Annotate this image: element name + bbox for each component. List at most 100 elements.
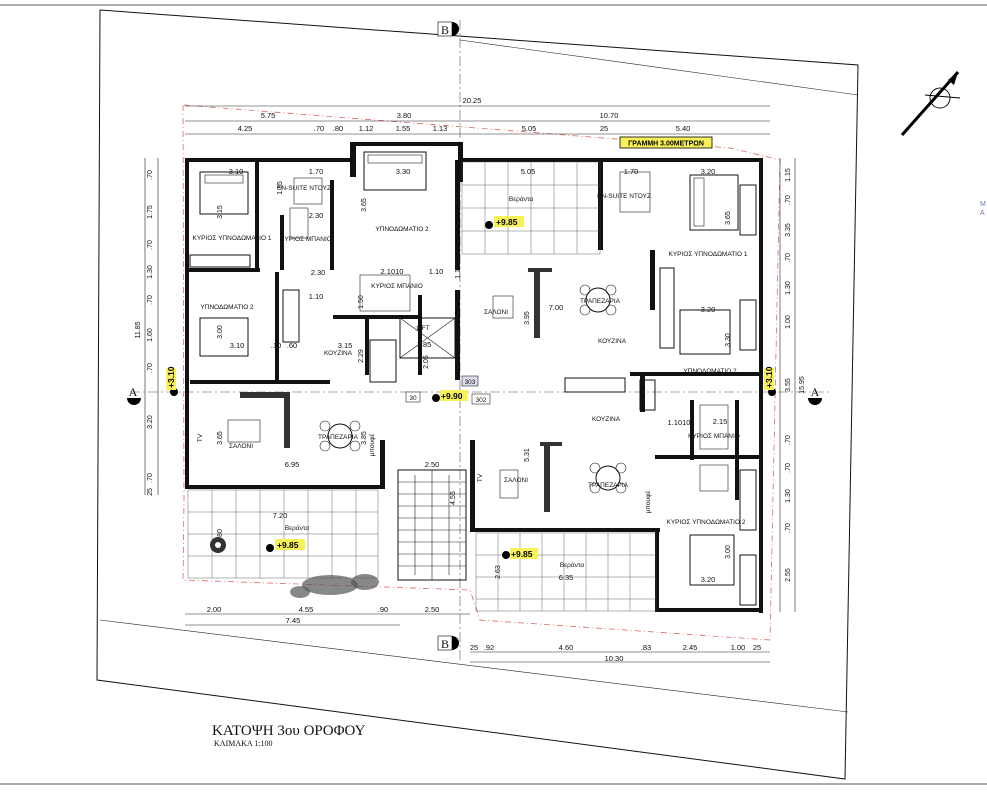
dim-bot-8: .83 bbox=[641, 643, 651, 652]
dim-bot-5: 25 bbox=[470, 643, 478, 652]
bathroom-fixtures bbox=[289, 171, 729, 492]
room-kyrios-ypno-2-right: ΚΥΡΙΟΣ ΥΠΝΟΔΩΜΑΤΙΟ 2 bbox=[667, 519, 746, 526]
section-marker-a-right: A bbox=[808, 385, 822, 405]
dim-right-10: 1.30 bbox=[785, 489, 792, 503]
section-label-a-left: A bbox=[129, 385, 138, 399]
dim-top-b: 3.80 bbox=[397, 111, 412, 120]
section-marker-b-top: B bbox=[437, 21, 459, 37]
dim-in-505: 5.05 bbox=[521, 167, 536, 176]
dim-in-310: 3.10 bbox=[229, 167, 244, 176]
dim-right-overall: 15.95 bbox=[799, 376, 806, 394]
dim-bot-1: 2.00 bbox=[207, 605, 222, 614]
room-kyrios-mpanio-mid: ΚΥΡΙΟΣ ΜΠΑΝΙΟ bbox=[371, 283, 423, 290]
dim-in-330: 3.30 bbox=[396, 167, 411, 176]
dim-top-2g: 5.05 bbox=[522, 124, 537, 133]
dim-bot-7: 4.60 bbox=[559, 643, 574, 652]
room-saloni-bottom: ΣΑΛΟΝΙ bbox=[504, 477, 528, 484]
dim-left-3: .70 bbox=[147, 240, 154, 250]
dim-left-8: 3.20 bbox=[147, 415, 154, 429]
dim-in-320c: 3.20 bbox=[701, 575, 716, 584]
dim-in-531: 5.31 bbox=[524, 448, 531, 462]
dim-in-80: 80 bbox=[217, 529, 224, 537]
dim-bot-4: 2.50 bbox=[425, 605, 440, 614]
setback-label: ΓΡΑΜΜΗ 3.00ΜΕΤΡΩΝ bbox=[619, 136, 713, 149]
dim-in-695: 6.95 bbox=[285, 460, 300, 469]
dim-right-3: 3.35 bbox=[785, 223, 792, 237]
dim-in-150: 1.50 bbox=[358, 295, 365, 309]
level-left-side: +3.10 bbox=[166, 366, 176, 388]
section-label-a-right: A bbox=[811, 385, 820, 399]
plot-boundary-inner bbox=[99, 619, 849, 713]
dim-left-1: .70 bbox=[147, 170, 154, 180]
setback-label-text: ΓΡΑΜΜΗ 3.00ΜΕΤΡΩΝ bbox=[628, 141, 704, 148]
level-tag-left-side: +3.10 bbox=[166, 366, 178, 396]
edge-text-a: A bbox=[980, 210, 985, 217]
dim-in-185: 1.85 bbox=[417, 340, 432, 349]
room-kyrios-ypno-1-left: ΚΥΡΙΟΣ ΥΠΝΟΔΩΜΑΤΙΟ 1 bbox=[193, 235, 272, 242]
dim-left-9: .70 bbox=[147, 473, 154, 483]
veranda-bottom-tiles bbox=[475, 532, 657, 612]
level-tag-left-veranda: +9.85 bbox=[266, 539, 305, 552]
dim-in-110a: 1.10 bbox=[309, 292, 324, 301]
room-veranta-bottom: Βεράντα bbox=[560, 561, 584, 569]
room-veranta-left: Βεράντα bbox=[285, 524, 309, 532]
lift-label: LIFT bbox=[416, 325, 429, 332]
room-kouzina-bottom: ΚΟΥΖΙΝΑ bbox=[592, 416, 621, 423]
level-tag-right-side: +3.10 bbox=[764, 366, 776, 396]
dim-top-2a: 4.25 bbox=[238, 124, 253, 133]
dim-top-2h: 25 bbox=[600, 124, 608, 133]
tv-label-left: TV bbox=[197, 433, 204, 442]
dim-left-6: 1.60 bbox=[147, 328, 154, 342]
setback-line bbox=[182, 104, 781, 641]
dim-bot-overall-right: 10.30 bbox=[605, 654, 624, 663]
dim-right-9: .70 bbox=[785, 463, 792, 473]
dim-in-205: 2.05 bbox=[423, 355, 430, 369]
dim-top-a: 5.75 bbox=[261, 111, 276, 120]
dim-in-250: 2.50 bbox=[425, 460, 440, 469]
dim-in-700: 7.00 bbox=[549, 303, 564, 312]
section-label-b-top: B bbox=[441, 23, 449, 37]
dim-in-365: 3.65 bbox=[217, 431, 224, 445]
level-tag-top-veranda: +9.85 bbox=[485, 216, 524, 229]
dim-top-2c: .80 bbox=[333, 124, 343, 133]
plant-icon bbox=[210, 537, 226, 553]
dims-interior: 3.10 3.30 3.15 2.30 2.30 1.70 1.10 2.101… bbox=[217, 167, 732, 584]
level-right-side: +3.10 bbox=[764, 366, 774, 388]
dim-right-8: .70 bbox=[785, 435, 792, 445]
dim-in-10: .10 bbox=[271, 341, 281, 350]
dim-top-2f: 1.13 bbox=[433, 124, 448, 133]
dim-in-60: .60 bbox=[287, 341, 297, 350]
level-top-veranda: +9.85 bbox=[496, 217, 518, 227]
dim-top-c: 10.70 bbox=[600, 111, 619, 120]
dim-right-11: .70 bbox=[785, 523, 792, 533]
north-arrow-icon bbox=[900, 71, 961, 136]
plot-boundary-diag bbox=[459, 39, 859, 96]
shrubs bbox=[290, 574, 379, 598]
section-marker-b-bottom: B bbox=[437, 635, 459, 651]
room-veranta-top: Βεράντα bbox=[509, 195, 533, 203]
level-bottom-veranda: +9.85 bbox=[511, 549, 533, 559]
label-30: 30 bbox=[409, 395, 417, 402]
building-walls bbox=[185, 142, 763, 613]
level-landing: +9.90 bbox=[441, 391, 463, 401]
dim-in-110c: 1.10 bbox=[455, 265, 462, 279]
room-saloni-left: ΣΑΛΟΝΙ bbox=[229, 443, 253, 450]
dim-in-110b: 1.10 bbox=[429, 267, 444, 276]
dims-left: .70 1.75 .70 1.30 .70 1.60 .70 3.20 .70 … bbox=[135, 170, 154, 496]
dim-in-11010: 1.1010 bbox=[668, 418, 691, 427]
lift-shaft bbox=[399, 317, 456, 359]
room-ensuite-right: EN-SUITE ΝΤΟΥΖ bbox=[597, 193, 651, 200]
room-kyrios-ypno-1-right: ΚΥΡΙΟΣ ΥΠΝΟΔΩΜΑΤΙΟ 1 bbox=[669, 251, 748, 258]
dims-right: 1.15 .70 3.35 .70 1.30 1.00 3.55 .70 .70… bbox=[785, 168, 806, 582]
level-left-veranda: +9.85 bbox=[277, 540, 299, 550]
dim-left-7: .70 bbox=[147, 363, 154, 373]
room-saloni-top: ΣΑΛΟΝΙ bbox=[484, 309, 508, 316]
dim-in-385: 3.85 bbox=[361, 431, 368, 445]
dim-in-300b: 3.00 bbox=[725, 545, 732, 559]
dim-in-315: 3.15 bbox=[217, 205, 224, 219]
room-ypno-2-right: ΥΠΝΟΔΩΜΑΤΙΟ 2 bbox=[683, 368, 737, 375]
kitchen-counters bbox=[369, 339, 656, 411]
dim-in-170b: 1.70 bbox=[624, 167, 639, 176]
dim-right-7: 3.55 bbox=[785, 378, 792, 392]
